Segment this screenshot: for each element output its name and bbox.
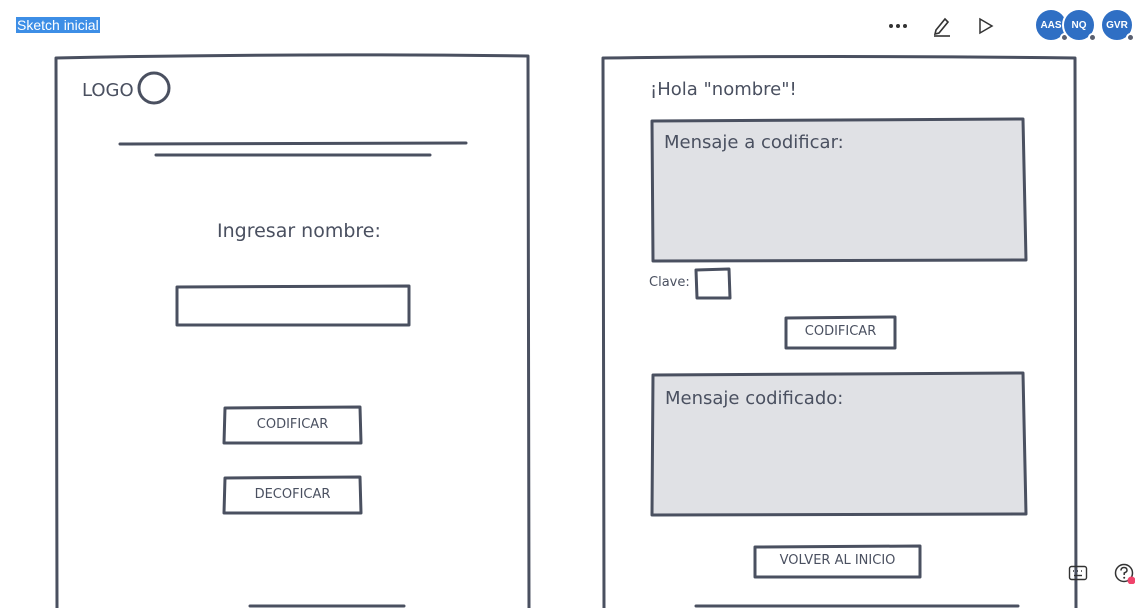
more-horizontal-icon[interactable]	[884, 10, 912, 42]
encode-button[interactable]: CODIFICAR	[256, 417, 329, 432]
avatar-initials: GVR	[1106, 19, 1128, 31]
left-sketch-frame	[54, 53, 531, 608]
encode-button-box	[784, 315, 897, 350]
key-label: Clave:	[649, 275, 690, 290]
encoded-message-label: Mensaje codificado:	[665, 388, 844, 409]
right-sketch-frame	[601, 55, 1078, 608]
avatar[interactable]: GVR	[1100, 8, 1135, 42]
decode-button[interactable]: DECOFICAR	[254, 487, 331, 502]
presence-dot	[1126, 33, 1135, 42]
logo-circle	[137, 71, 171, 105]
top-toolbar	[884, 10, 1144, 42]
back-to-start-button[interactable]: VOLVER AL INICIO	[779, 553, 896, 568]
play-icon[interactable]	[972, 10, 1000, 42]
message-to-encode-label: Mensaje a codificar:	[664, 132, 844, 153]
encode-button[interactable]: CODIFICAR	[804, 324, 877, 339]
header-line	[118, 141, 468, 146]
presence-dot	[1088, 33, 1097, 42]
name-input-box	[175, 284, 411, 327]
keyboard-icon[interactable]	[1066, 561, 1090, 585]
encode-button-box	[222, 405, 363, 445]
encoded-box	[650, 371, 1028, 517]
message-box	[650, 117, 1028, 263]
back-button-box	[753, 544, 922, 579]
name-prompt: Ingresar nombre:	[217, 220, 381, 242]
avatar-initials: AAS	[1040, 19, 1062, 31]
help-icon[interactable]	[1112, 561, 1136, 585]
avatar[interactable]: NQ	[1062, 8, 1097, 42]
avatar-initials: NQ	[1071, 19, 1087, 31]
document-title[interactable]: Sketch inicial	[16, 17, 100, 33]
decode-button-box	[222, 475, 363, 515]
logo-text: LOGO	[82, 80, 134, 101]
greeting-text: ¡Hola "nombre"!	[650, 79, 797, 100]
key-box	[694, 267, 732, 300]
pencil-icon[interactable]	[928, 10, 956, 42]
